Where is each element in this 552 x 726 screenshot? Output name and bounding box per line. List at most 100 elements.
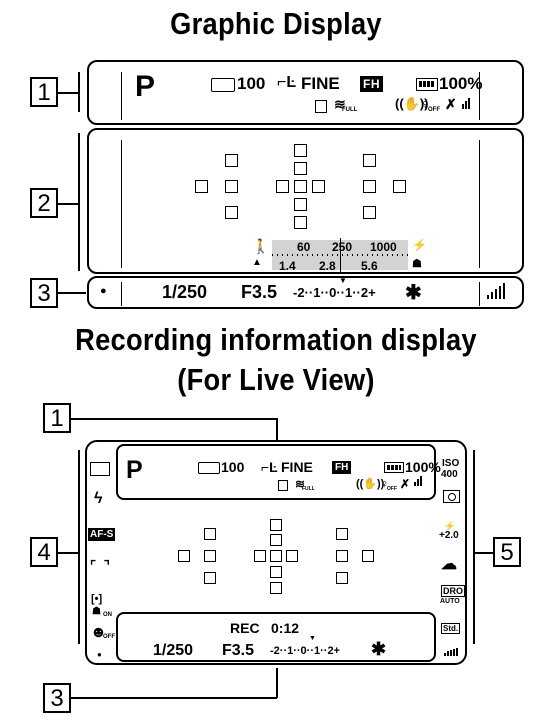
af-point [178, 550, 190, 562]
af-point [363, 180, 376, 193]
leader-line-5 [474, 552, 494, 554]
record-dot: ● [100, 285, 107, 297]
signal-bar [499, 286, 501, 299]
af-point [204, 528, 216, 540]
shutter-speed-live: 1/250 [153, 642, 194, 659]
signal-bar-live [456, 648, 458, 656]
buffer-full-text-live: FULL [302, 486, 315, 492]
rec-label: REC [230, 620, 260, 636]
face-detect-on-text: ON [103, 612, 112, 618]
leader-bracket-5 [473, 450, 475, 644]
metering-icon: [•] [91, 593, 103, 605]
af-point [276, 180, 289, 193]
title-live-view: (For Live View) [177, 362, 375, 397]
divider [479, 140, 480, 268]
shutter-scale-60: 60 [297, 240, 311, 254]
image-quality-live: FINE [281, 459, 313, 475]
af-point [204, 550, 216, 562]
af-point [336, 572, 348, 584]
af-point [336, 528, 348, 540]
leader-line-3-live [71, 697, 277, 699]
ae-lock-star-live: ✱ [371, 639, 387, 659]
iso-label: ISO [442, 458, 460, 469]
memory-icon-live [278, 480, 288, 491]
steadyshot-icon-live: ((✋)) [356, 478, 385, 490]
af-point [270, 534, 282, 546]
af-point [363, 154, 376, 167]
callout-4: 4 [30, 537, 58, 567]
divider [479, 72, 480, 120]
buffer-icon: ≋ [334, 96, 346, 112]
battery-icon [416, 78, 438, 91]
aperture-scale-5-6: 5.6 [361, 259, 378, 273]
af-area-icon: ⌜ ⌝ [90, 558, 112, 573]
gps-bar-live [414, 482, 416, 486]
af-point [286, 550, 298, 562]
ae-lock-star: ✱ [405, 282, 422, 304]
af-point [294, 216, 307, 229]
exposure-marker: ▼ [339, 276, 347, 285]
gps-bar [468, 98, 470, 109]
shutter-speed: 1/250 [162, 282, 208, 302]
callout-3-live: 3 [43, 683, 71, 713]
graphic-bottom-panel: ● 1/250 F3.5 -2··1··0··1··2+ ▼ ✱ [87, 276, 524, 309]
buffer-icon-live: ≋ [295, 477, 306, 491]
callout-1-live: 1 [43, 403, 71, 433]
drive-mode-icon [90, 462, 110, 476]
signal-bar [495, 289, 497, 299]
memory-card-icon-live [198, 462, 220, 474]
mic-off-text: OFF [428, 107, 440, 113]
flash-mode-icon: ϟ [94, 490, 103, 507]
creative-style-icon: Std. [441, 623, 461, 634]
af-point [393, 180, 406, 193]
quality-icon: ⌐Ŀ [277, 74, 297, 91]
mode-indicator: P [135, 70, 156, 103]
af-point [195, 180, 208, 193]
live-top-panel: P 100 ⌐Ŀ FINE FH 100% ≋ FULL ((✋)) ♀ OFF… [116, 444, 441, 500]
callout-2: 2 [30, 188, 58, 218]
left-function-column: ϟ AF-S ⌜ ⌝ [•] ☗ ON ☻ OFF ● [88, 448, 116, 660]
af-point [270, 582, 282, 594]
shutter-scale-250: 250 [332, 240, 353, 254]
exposure-scale: -2··1··0··1··2+ [293, 285, 376, 300]
callout-3: 3 [30, 278, 58, 308]
signal-bar [491, 292, 493, 299]
af-point [363, 206, 376, 219]
signal-bar-live [447, 651, 449, 656]
flash-comp-icon: ⚡ [444, 521, 456, 531]
battery-percent-live: 100% [405, 459, 441, 475]
af-point [270, 550, 282, 562]
af-point [225, 206, 238, 219]
image-quality: FINE [301, 74, 340, 93]
battery-icon-live [384, 462, 404, 473]
smile-off-text: OFF [103, 634, 115, 640]
af-point [362, 550, 374, 562]
af-point [270, 519, 282, 531]
quality-icon-live: ⌐Ŀ [261, 459, 278, 475]
leader-bracket-1 [78, 72, 80, 112]
flash-comp-value: +2.0 [439, 530, 459, 541]
microphone-icon: ♀ [420, 96, 431, 112]
leader-bracket-2 [78, 133, 80, 271]
right-function-column: ISO 400 ⚡ +2.0 ☁ DRO AUTO Std. [438, 448, 466, 660]
live-af-area [116, 502, 436, 614]
live-bottom-panel: REC 0:12 1/250 F3.5 -2··1··0··1··2+ ▼ ✱ [116, 612, 436, 662]
af-point [254, 550, 266, 562]
exposure-marker-live: ▼ [309, 635, 316, 642]
leader-line-3-live-v [276, 668, 278, 698]
af-point [312, 180, 325, 193]
memory-card-icon [211, 78, 235, 92]
graphic-af-panel: 🚶 ▲ ⚡ ☗ 60 250 1000 1.4 2.8 5.6 [87, 128, 524, 274]
af-point [225, 180, 238, 193]
white-balance-icon: ☁ [441, 556, 457, 573]
aperture-scale-1-4: 1.4 [279, 259, 296, 273]
af-point [204, 572, 216, 584]
smile-shutter-icon: ☻ [90, 624, 107, 641]
steadyshot-icon: ((✋)) [395, 96, 429, 111]
landscape-icon: ▲ [252, 257, 262, 268]
signal-bar [503, 283, 505, 299]
shutter-scale-1000: 1000 [370, 240, 397, 254]
title-recording-info: Recording information display [75, 322, 477, 357]
gps-icon: ✗ [445, 96, 457, 112]
leader-line-4 [58, 552, 80, 554]
